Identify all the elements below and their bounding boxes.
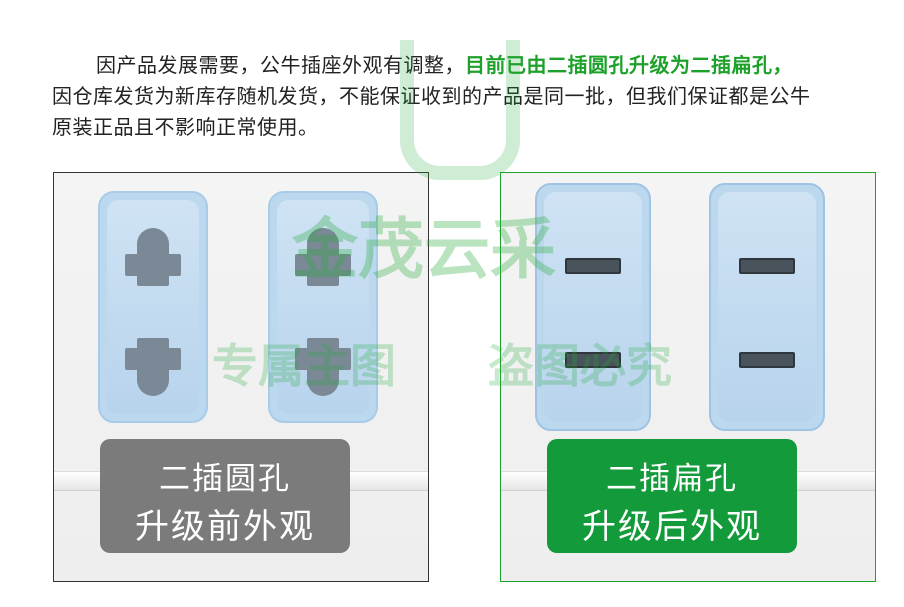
round-hole-top bbox=[125, 228, 181, 286]
round-hole-top bbox=[295, 228, 351, 286]
flat-socket bbox=[709, 183, 825, 431]
round-socket bbox=[268, 191, 378, 423]
socket-face bbox=[277, 200, 369, 414]
round-socket bbox=[98, 191, 208, 423]
before-caption-subtitle: 升级前外观 bbox=[135, 507, 315, 547]
flat-hole-bottom bbox=[565, 352, 621, 368]
round-hole-bottom bbox=[125, 338, 181, 396]
flat-hole-top bbox=[739, 258, 795, 274]
notice-line1: 因产品发展需要，公牛插座外观有调整， bbox=[96, 53, 465, 77]
socket-face bbox=[544, 192, 642, 422]
after-caption-subtitle: 升级后外观 bbox=[582, 507, 762, 547]
notice-line3: 原装正品且不影响正常使用。 bbox=[52, 115, 319, 139]
flat-socket bbox=[535, 183, 651, 431]
round-hole-bottom bbox=[295, 338, 351, 396]
after-caption: 二插扁孔 升级后外观 bbox=[547, 439, 797, 553]
notice-highlight: 目前已由二插圆孔升级为二插扁孔， bbox=[465, 53, 793, 77]
socket-face bbox=[107, 200, 199, 414]
notice-line2: 因仓库发货为新库存随机发货，不能保证收到的产品是同一批，但我们保证都是公牛 bbox=[52, 84, 811, 108]
after-upgrade-panel: 二插扁孔 升级后外观 bbox=[500, 172, 876, 582]
socket-face bbox=[718, 192, 816, 422]
notice-text: 因产品发展需要，公牛插座外观有调整，目前已由二插圆孔升级为二插扁孔， 因仓库发货… bbox=[52, 50, 882, 143]
flat-hole-bottom bbox=[739, 352, 795, 368]
before-caption: 二插圆孔 升级前外观 bbox=[100, 439, 350, 553]
after-caption-title: 二插扁孔 bbox=[606, 461, 738, 497]
before-upgrade-panel: 二插圆孔 升级前外观 bbox=[53, 172, 429, 582]
before-caption-title: 二插圆孔 bbox=[159, 461, 291, 497]
flat-hole-top bbox=[565, 258, 621, 274]
